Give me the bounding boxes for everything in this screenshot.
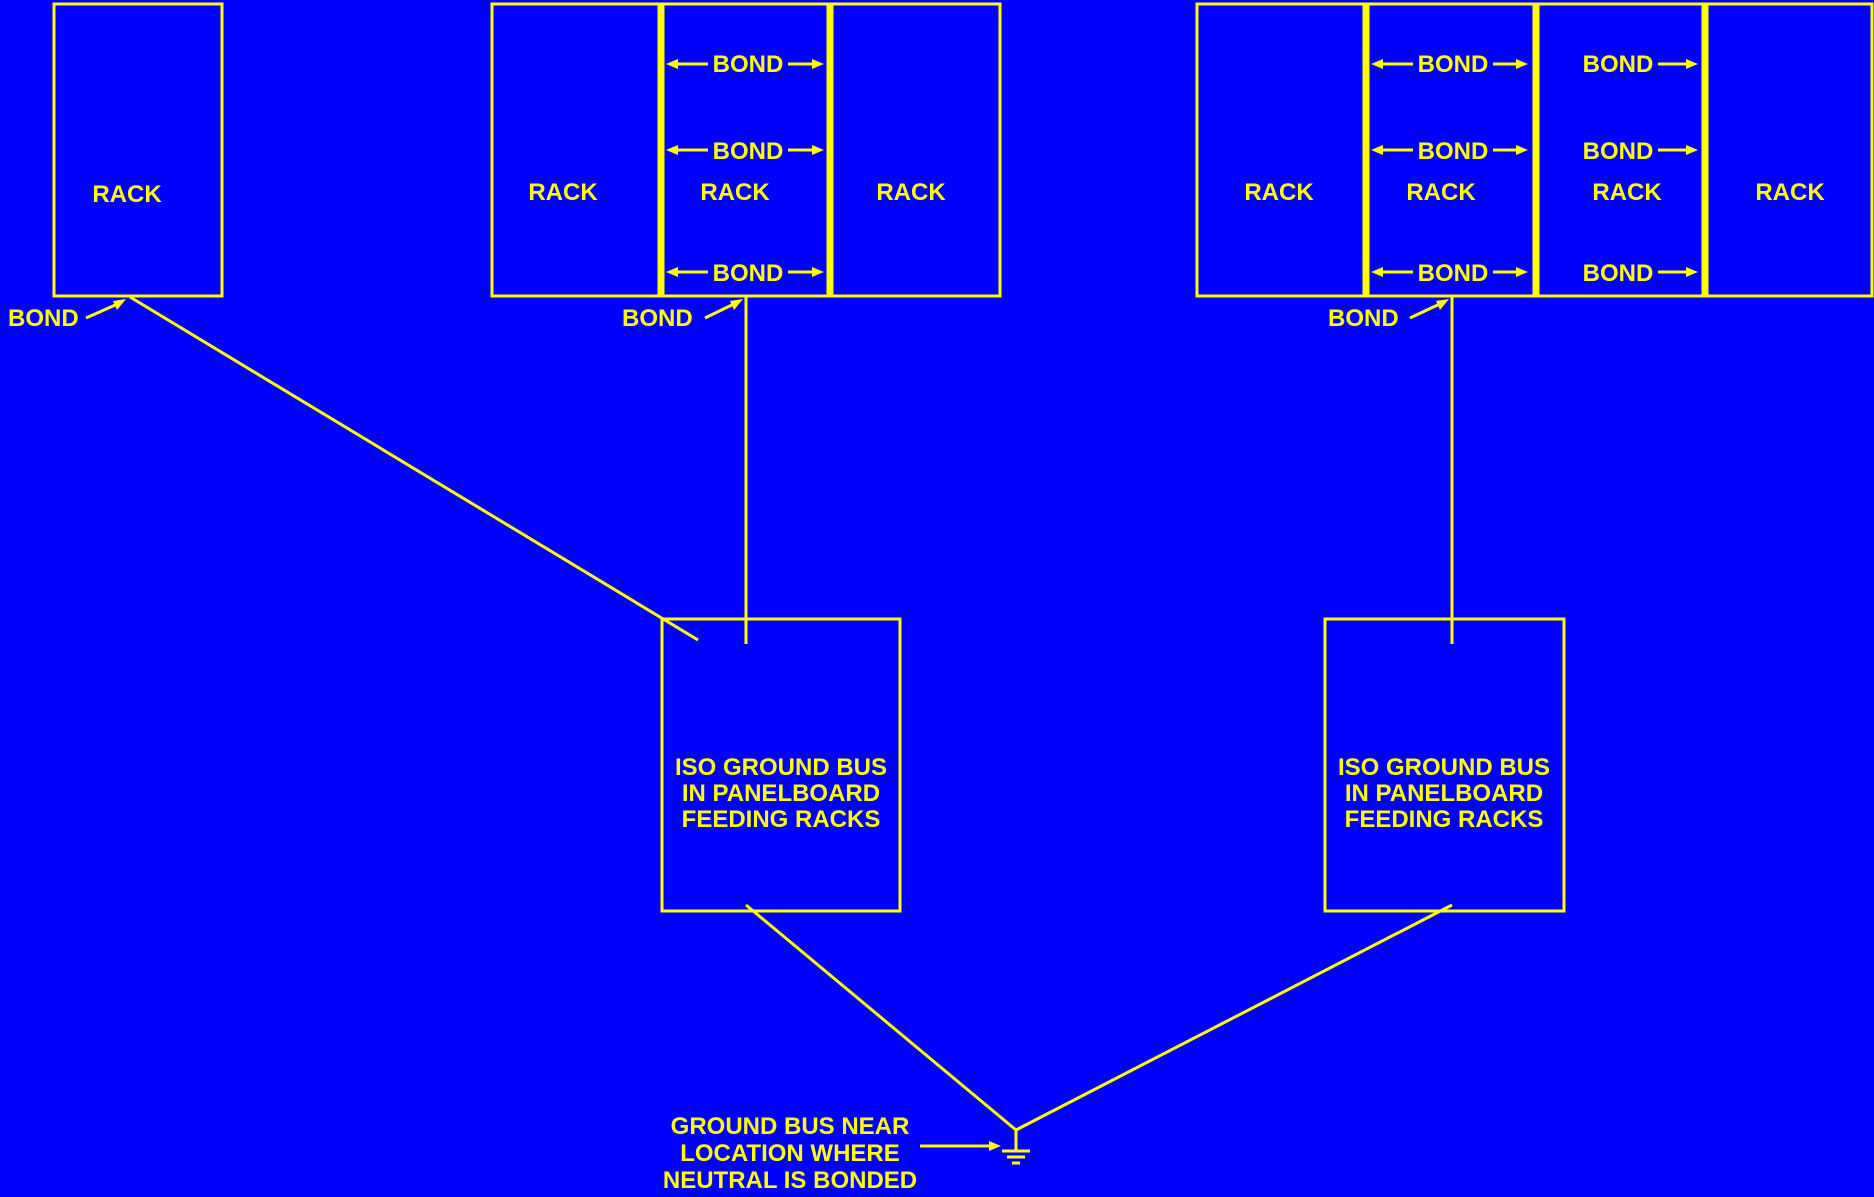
bond-label: BOND xyxy=(1328,305,1399,332)
bond-double-arrow: BOND xyxy=(1371,51,1528,78)
bond-double-arrow: BOND xyxy=(1371,260,1528,287)
rack-label: RACK xyxy=(92,181,162,208)
panelboard-label-line: FEEDING RACKS xyxy=(682,806,881,833)
bond-label: BOND xyxy=(713,51,784,78)
bond-label: BOND xyxy=(1418,51,1489,78)
bond-label: BOND xyxy=(1583,51,1654,78)
bond-double-arrow: BOND xyxy=(666,138,824,165)
bond-pointer-arrowhead xyxy=(730,299,743,310)
panelboard-label-line: IN PANELBOARD xyxy=(1345,780,1543,807)
panelboard-label-line: ISO GROUND BUS xyxy=(1338,754,1550,781)
rack-label: RACK xyxy=(700,179,770,206)
panelboard-label-line: IN PANELBOARD xyxy=(682,780,880,807)
bond-arrow: BOND xyxy=(1583,260,1698,287)
bond-double-arrow: BOND xyxy=(666,51,824,78)
bond-label: BOND xyxy=(8,305,79,332)
rack-box xyxy=(52,2,224,298)
rack-group-3: RACK RACK RACK RACK BOND BOND BOND xyxy=(1195,2,1874,332)
rack-group-2: RACK RACK RACK BOND BOND BOND BOND xyxy=(490,2,1002,332)
bond-label: BOND xyxy=(1583,138,1654,165)
iso-ground-bus-left: ISO GROUND BUS IN PANELBOARD FEEDING RAC… xyxy=(660,617,902,913)
ground-conductor xyxy=(129,295,699,642)
rack-label: RACK xyxy=(1244,179,1314,206)
main-ground-label-line: NEUTRAL IS BONDED xyxy=(663,1167,917,1194)
ground-conductors xyxy=(129,295,1454,1132)
rack-label: RACK xyxy=(528,179,598,206)
bond-arrow: BOND xyxy=(1583,138,1698,165)
bond-label: BOND xyxy=(713,138,784,165)
ground-conductor xyxy=(1015,903,1453,1132)
bond-double-arrow: BOND xyxy=(666,260,824,287)
panelboard-label-line: FEEDING RACKS xyxy=(1345,806,1544,833)
bond-pointer-arrowhead xyxy=(113,299,126,310)
rack-label: RACK xyxy=(876,179,946,206)
bond-label: BOND xyxy=(1418,260,1489,287)
rack-label: RACK xyxy=(1592,179,1662,206)
panelboard-label-line: ISO GROUND BUS xyxy=(675,754,887,781)
main-ground-pointer-arrowhead xyxy=(989,1141,1001,1151)
panelboard-box xyxy=(1323,617,1566,913)
ground-symbol-icon xyxy=(1002,1130,1030,1165)
bond-label: BOND xyxy=(622,305,693,332)
bond-arrow: BOND xyxy=(1583,51,1698,78)
main-ground-label-line: GROUND BUS NEAR xyxy=(671,1113,910,1140)
iso-ground-bus-right: ISO GROUND BUS IN PANELBOARD FEEDING RAC… xyxy=(1323,617,1566,913)
rack-label: RACK xyxy=(1755,179,1825,206)
main-ground-bus: GROUND BUS NEAR LOCATION WHERE NEUTRAL I… xyxy=(663,1113,1030,1194)
bond-label: BOND xyxy=(1583,260,1654,287)
bond-label: BOND xyxy=(713,260,784,287)
ground-conductor xyxy=(745,903,1017,1132)
rack-group-1: RACK BOND xyxy=(8,2,224,332)
rack-label: RACK xyxy=(1406,179,1476,206)
panelboard-box xyxy=(660,617,902,913)
bond-double-arrow: BOND xyxy=(1371,138,1528,165)
main-ground-label-line: LOCATION WHERE xyxy=(680,1140,900,1167)
rack-box xyxy=(490,2,1002,298)
bond-pointer-arrowhead xyxy=(1436,299,1449,310)
bond-label: BOND xyxy=(1418,138,1489,165)
